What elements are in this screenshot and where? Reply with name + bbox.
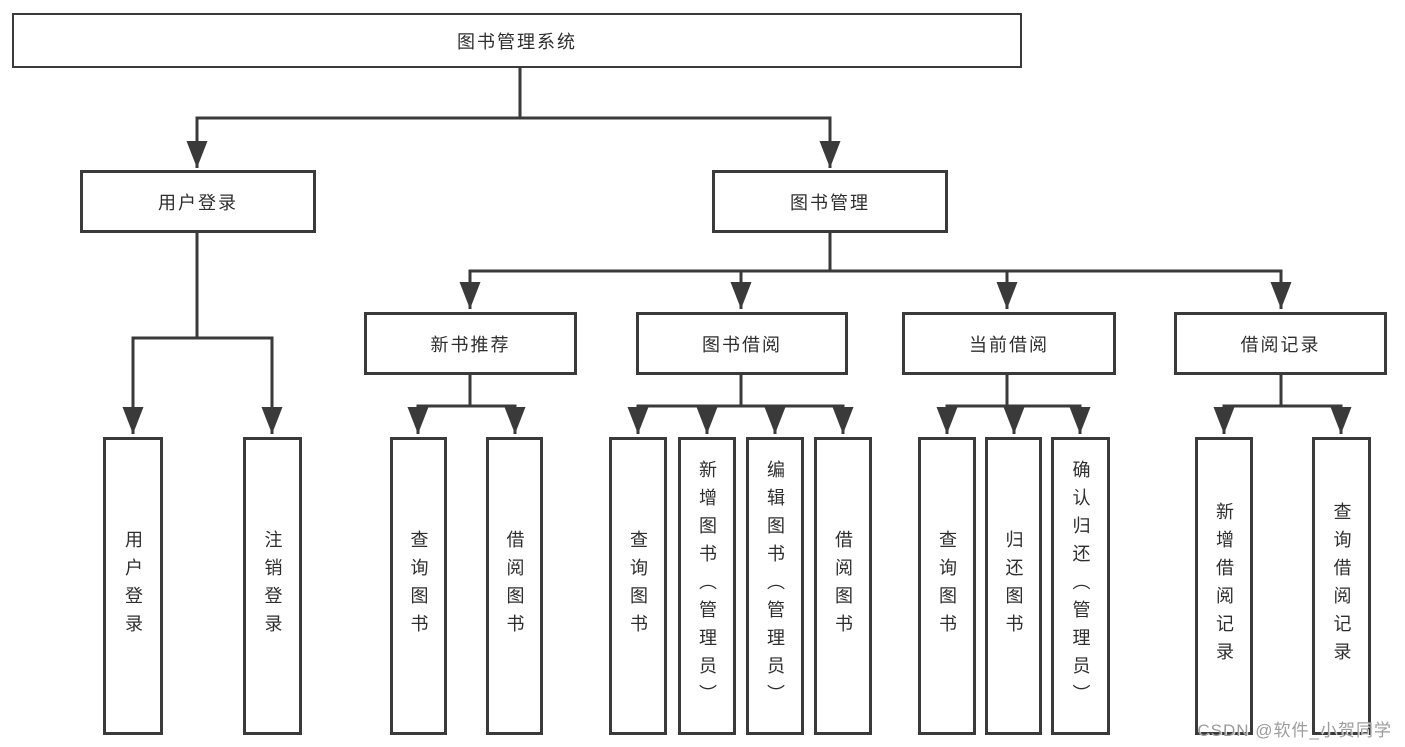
leaf-borrowing-borrow-books: 借阅图书 bbox=[814, 437, 872, 735]
leaf-recommend-borrow-books: 借阅图书 bbox=[486, 437, 543, 735]
node-current-borrowing: 当前借阅 bbox=[902, 312, 1116, 375]
node-book-borrowing: 图书借阅 bbox=[636, 312, 848, 375]
node-user-login: 用户登录 bbox=[80, 170, 316, 233]
node-new-book-recommendation: 新书推荐 bbox=[364, 312, 577, 375]
leaf-user-login: 用户登录 bbox=[103, 437, 163, 735]
leaf-current-query-books: 查询图书 bbox=[918, 437, 976, 735]
leaf-borrowing-query-books: 查询图书 bbox=[609, 437, 667, 735]
csdn-watermark: CSDN @软件_小贺同学 bbox=[1197, 721, 1392, 740]
leaf-records-query-borrow-record: 查询借阅记录 bbox=[1312, 437, 1371, 735]
node-borrowing-records: 借阅记录 bbox=[1174, 312, 1387, 375]
leaf-current-confirm-return-admin: 确认归还（管理员） bbox=[1051, 437, 1110, 735]
leaf-borrowing-add-books-admin: 新增图书（管理员） bbox=[678, 437, 736, 735]
leaf-borrowing-edit-books-admin: 编辑图书（管理员） bbox=[746, 437, 804, 735]
node-library-management-system: 图书管理系统 bbox=[12, 13, 1022, 68]
leaf-records-add-borrow-record: 新增借阅记录 bbox=[1195, 437, 1253, 735]
leaf-recommend-query-books: 查询图书 bbox=[390, 437, 447, 735]
leaf-current-return-books: 归还图书 bbox=[985, 437, 1042, 735]
node-book-management: 图书管理 bbox=[712, 170, 948, 233]
leaf-logout: 注销登录 bbox=[243, 437, 302, 735]
